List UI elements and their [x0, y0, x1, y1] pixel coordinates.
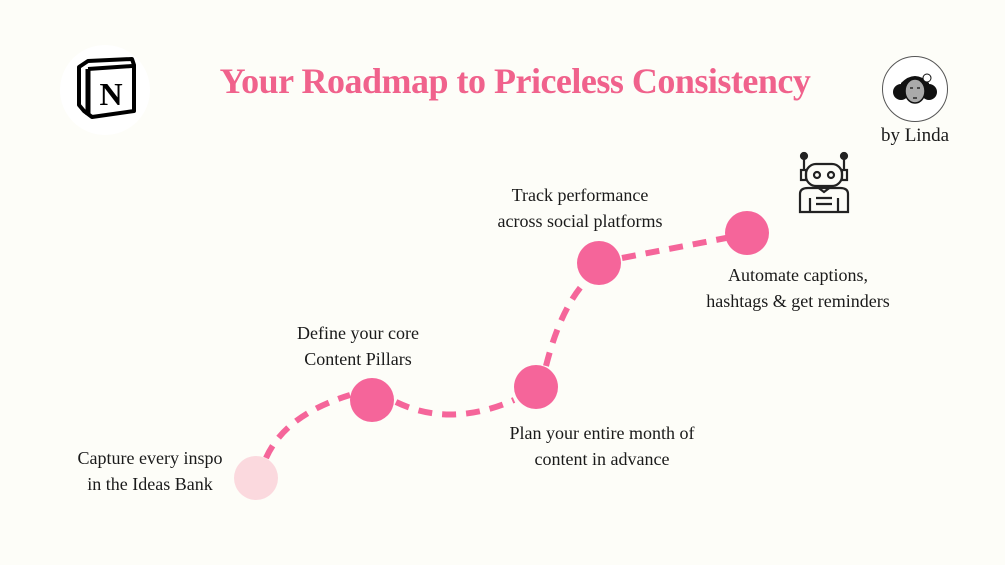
step-5-line2: hashtags & get reminders [706, 291, 890, 311]
step-1-line1: Capture every inspo [77, 448, 223, 468]
avatar-illustration-icon [893, 73, 937, 104]
svg-text:N: N [99, 76, 122, 112]
page-title: Your Roadmap to Priceless Consistency [219, 61, 811, 101]
step-5-marker [725, 211, 769, 255]
step-2-line2: Content Pillars [304, 349, 412, 369]
step-2-line1: Define your core [297, 323, 419, 343]
step-4-label: Track performance across social platform… [470, 182, 690, 234]
step-1-line2: in the Ideas Bank [87, 474, 213, 494]
step-2-label: Define your core Content Pillars [258, 320, 458, 372]
step-2-marker [350, 378, 394, 422]
avatar [882, 56, 948, 122]
step-4-line2: across social platforms [497, 211, 663, 231]
step-4-marker [577, 241, 621, 285]
step-3-line1: Plan your entire month of [509, 423, 695, 443]
step-5-label: Automate captions, hashtags & get remind… [688, 262, 908, 314]
step-5-line1: Automate captions, [728, 265, 868, 285]
step-1-label: Capture every inspo in the Ideas Bank [50, 445, 250, 497]
step-3-line2: content in advance [534, 449, 670, 469]
step-3-marker [514, 365, 558, 409]
robot-icon [796, 150, 852, 221]
notion-logo-icon: N [60, 45, 150, 135]
step-1-marker [234, 456, 278, 500]
step-3-label: Plan your entire month of content in adv… [482, 420, 722, 472]
author-label: by Linda [880, 125, 950, 146]
step-4-line1: Track performance [511, 185, 649, 205]
